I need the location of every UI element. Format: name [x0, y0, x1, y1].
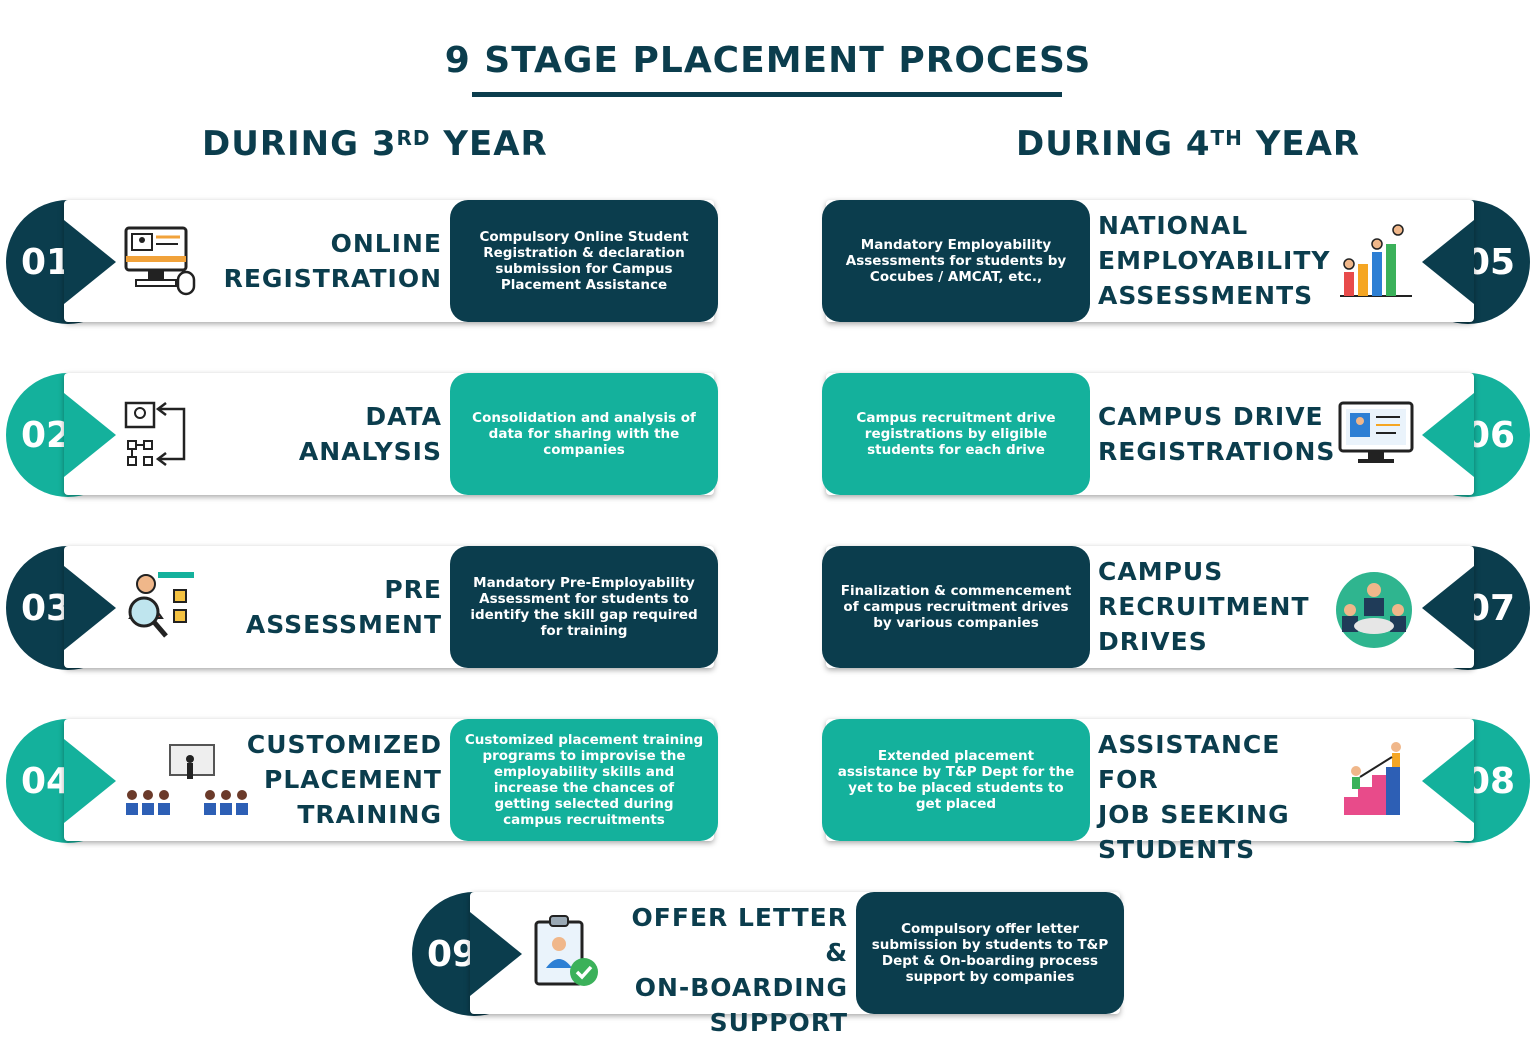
stage-description: Mandatory Pre-Employability Assessment f…	[450, 546, 718, 668]
stage-title: CUSTOMIZED PLACEMENT TRAINING	[246, 730, 442, 829]
stage-08: 08 Extended placement assistance by T&P …	[822, 719, 1532, 864]
arrow-pointer	[1422, 220, 1474, 304]
stage-description: Compulsory offer letter submission by st…	[856, 892, 1124, 1014]
arrow-pointer	[64, 739, 116, 823]
stage-description: Finalization & commencement of campus re…	[822, 546, 1090, 668]
stage-03: 03 PRE ASSESSMENT Mandatory Pre-Employab…	[6, 546, 718, 670]
stage-title: CAMPUS RECRUITMENT DRIVES	[1098, 557, 1310, 656]
stage-description: Mandatory Employability Assessments for …	[822, 200, 1090, 322]
meeting-people-icon	[1336, 572, 1412, 648]
stage-title: ASSISTANCE FOR JOB SEEKING STUDENTS	[1098, 730, 1290, 864]
stage-description: Consolidation and analysis of data for s…	[450, 373, 718, 495]
computer-registration-icon	[124, 226, 196, 296]
data-analysis-icon	[124, 401, 186, 466]
classroom-training-icon	[126, 744, 248, 815]
stage-description: Customized placement training programs t…	[450, 719, 718, 841]
title-underline	[472, 92, 1062, 97]
stage-title: ONLINE REGISTRATION	[223, 229, 442, 293]
fourth-year-heading: DURING 4TH YEAR	[1016, 124, 1361, 164]
stage-07: 07 Finalization & commencement of campus…	[822, 546, 1532, 670]
clipboard-check-icon	[534, 915, 598, 986]
stage-06: 06 Campus recruitment drive registration…	[822, 373, 1532, 497]
arrow-pointer	[1422, 739, 1474, 823]
stage-09: 09 OFFER LETTER & ON-BOARDING SUPPORT Co…	[412, 892, 1124, 1037]
person-magnifier-icon	[128, 572, 194, 638]
stage-title: DATA ANALYSIS	[298, 402, 442, 466]
helping-climb-icon	[1344, 742, 1401, 815]
stage-02: 02 DATA ANALYSIS Consolidation and analy…	[6, 373, 718, 497]
stage-04: 04 CUSTOMIZED PLACEMENT TRAINING Customi…	[6, 719, 718, 843]
stage-description: Extended placement assistance by T&P Dep…	[822, 719, 1090, 841]
arrow-pointer	[64, 566, 116, 650]
arrow-pointer	[1422, 393, 1474, 477]
arrow-pointer	[470, 912, 522, 996]
arrow-pointer	[1422, 566, 1474, 650]
bar-chart-people-icon	[1340, 224, 1412, 297]
stage-description: Compulsory Online Student Registration &…	[450, 200, 718, 322]
stage-title: CAMPUS DRIVE REGISTRATIONS	[1098, 402, 1336, 466]
arrow-pointer	[64, 393, 116, 477]
third-year-heading: DURING 3RD YEAR	[202, 124, 548, 164]
stage-description: Campus recruitment drive registrations b…	[822, 373, 1090, 495]
monitor-profile-icon	[1338, 401, 1414, 463]
stage-05: 05 Mandatory Employability Assessments f…	[822, 200, 1532, 324]
stage-01: 01 ONLINE REGISTRATION Compulsory Online…	[6, 200, 718, 324]
stage-title: OFFER LETTER & ON-BOARDING SUPPORT	[631, 903, 848, 1037]
arrow-pointer	[64, 220, 116, 304]
page-title: 9 STAGE PLACEMENT PROCESS	[444, 40, 1092, 81]
stage-title: PRE ASSESSMENT	[245, 575, 442, 639]
stage-title: NATIONAL EMPLOYABILITY ASSESSMENTS	[1098, 211, 1331, 310]
